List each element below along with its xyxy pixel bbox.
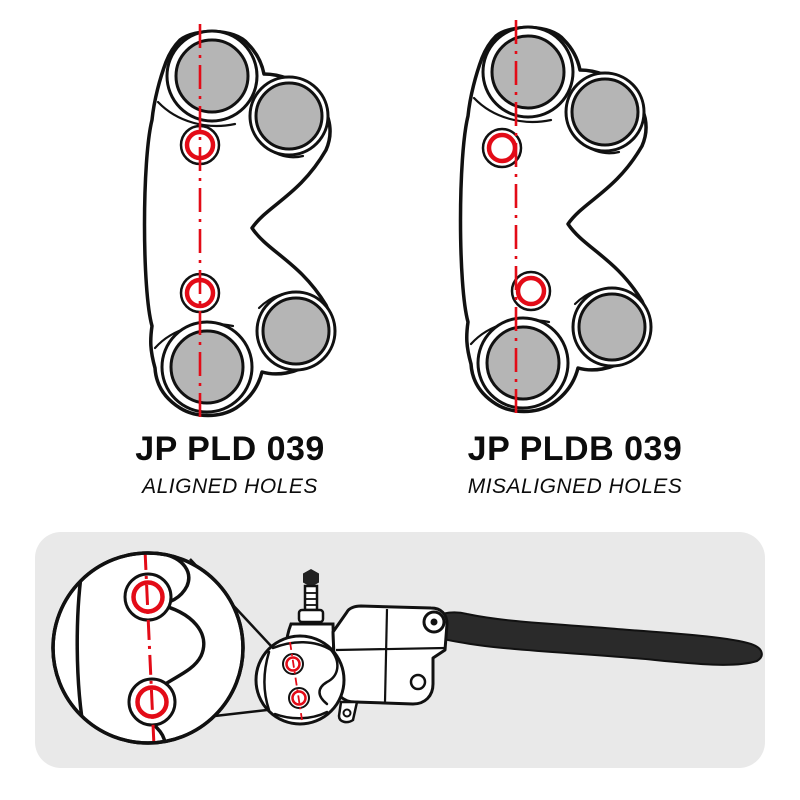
locating-hole-highlights xyxy=(486,132,547,307)
right-caption: JP PLDB 039 MISALIGNED HOLES xyxy=(375,430,775,499)
magnifier-circle xyxy=(51,551,245,745)
mini-centerline xyxy=(289,641,303,721)
adjuster-bolt xyxy=(297,569,325,624)
left-caption: JP PLD 039 ALIGNED HOLES xyxy=(30,430,430,499)
left-part-description: ALIGNED HOLES xyxy=(142,474,318,498)
lever-detail-panel xyxy=(35,532,765,768)
master-cylinder xyxy=(331,604,449,724)
magnified-centerline xyxy=(143,553,156,743)
right-part-description: MISALIGNED HOLES xyxy=(467,474,683,498)
right-part-number: JP PLDB 039 xyxy=(467,430,683,468)
brake-lever-assembly-illustration xyxy=(51,551,763,745)
callout-source-circle xyxy=(254,634,346,726)
aligned-bracket-illustration xyxy=(142,24,337,424)
misaligned-bracket-illustration xyxy=(458,20,653,420)
lever-pivot xyxy=(422,610,446,634)
magnified-hole-highlights xyxy=(131,580,169,719)
mini-hole-highlights xyxy=(285,656,307,706)
locating-hole-highlights xyxy=(184,129,216,309)
left-part-number: JP PLD 039 xyxy=(135,430,325,468)
brake-lever-blade xyxy=(421,611,763,666)
